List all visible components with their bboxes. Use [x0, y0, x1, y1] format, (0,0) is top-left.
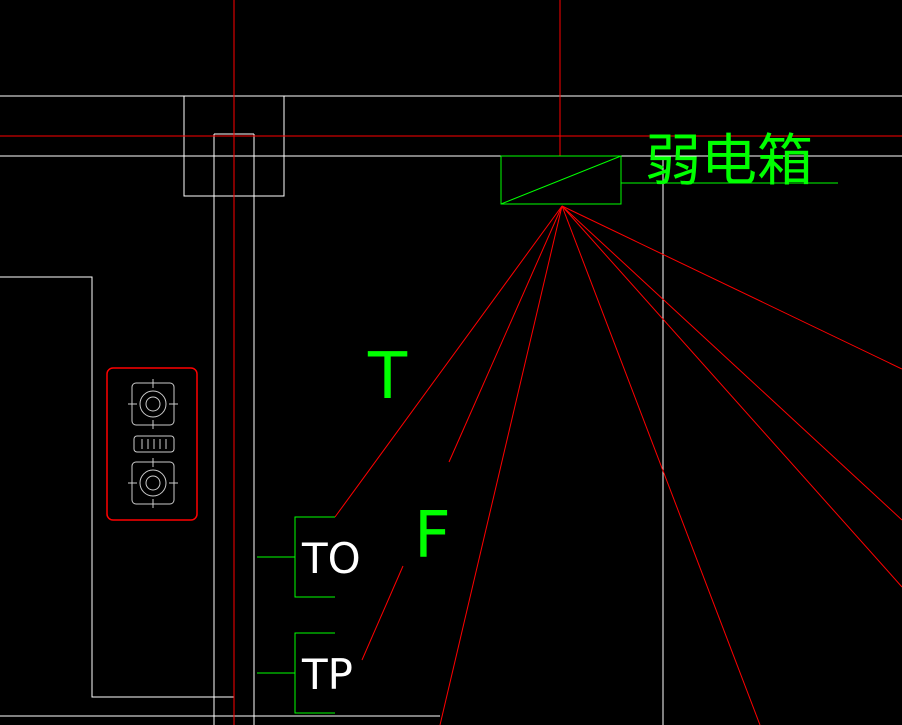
burner-bottom — [128, 458, 178, 508]
gas-stove-icon — [106, 367, 198, 521]
wiring-layer — [334, 205, 902, 725]
wire-down-1 — [439, 205, 563, 725]
wire-to-outlet-tp — [361, 565, 404, 661]
outlet-tp-label: TP — [301, 650, 353, 699]
marker-f-label: F — [414, 499, 451, 573]
wire-to-outlet-to — [334, 205, 563, 518]
outlet-to-label: TO — [301, 534, 361, 583]
cabinet-box — [500, 155, 622, 205]
outlet-to-symbol[interactable] — [257, 516, 335, 598]
outlet-tp-symbol[interactable] — [257, 632, 335, 714]
walls-layer — [0, 95, 902, 725]
stove-outline — [106, 367, 198, 521]
cabinet-outline — [0, 276, 234, 698]
cabinet-label: 弱电箱 — [645, 129, 813, 194]
wire-right-1 — [561, 205, 902, 370]
control-panel — [133, 435, 175, 453]
weak-current-box-symbol[interactable] — [500, 155, 838, 205]
wire-right-4 — [561, 205, 761, 725]
marker-t-label: T — [367, 340, 408, 414]
wire-right-3 — [561, 205, 902, 588]
burner-top — [128, 379, 178, 429]
wire-to-marker-f — [448, 205, 563, 463]
wire-right-2 — [561, 205, 902, 521]
cabinet-diagonal — [500, 155, 622, 205]
